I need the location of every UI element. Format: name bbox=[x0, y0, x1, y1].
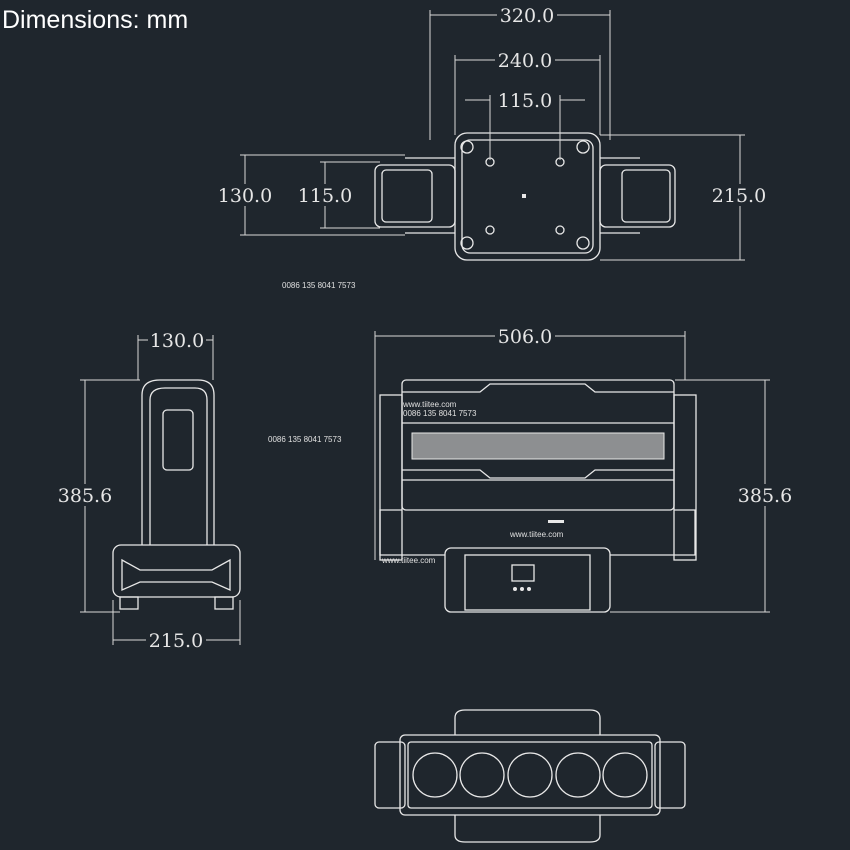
top-view bbox=[374, 132, 676, 261]
watermark-site: www.tiitee.com bbox=[381, 556, 436, 565]
dim-385-left: 385.6 bbox=[58, 485, 112, 507]
watermark-site: www.tiitee.com bbox=[402, 400, 457, 409]
side-view-dimensions: 130.0 385.6 215.0 bbox=[55, 329, 241, 652]
watermark-phone: 0086 135 8041 7573 bbox=[403, 409, 477, 418]
top-view-dimensions: 320.0 240.0 115.0 130.0 115.0 215.0 bbox=[215, 4, 770, 261]
front-view bbox=[379, 379, 697, 613]
dim-115-left: 115.0 bbox=[298, 185, 352, 207]
side-view bbox=[112, 379, 241, 610]
dim-130-top: 130.0 bbox=[218, 185, 272, 207]
drawing-title: Dimensions: mm bbox=[2, 6, 189, 34]
dim-215-right: 215.0 bbox=[712, 185, 766, 207]
dim-130-side: 130.0 bbox=[150, 330, 204, 352]
dim-115-top: 115.0 bbox=[498, 90, 552, 112]
bottom-view bbox=[374, 709, 686, 843]
dim-385-right: 385.6 bbox=[738, 485, 792, 507]
watermark-phone: 0086 135 8041 7573 bbox=[282, 281, 356, 290]
dim-320: 320.0 bbox=[500, 5, 554, 27]
dim-240: 240.0 bbox=[498, 50, 552, 72]
dim-506: 506.0 bbox=[498, 326, 552, 348]
watermark-phone: 0086 135 8041 7573 bbox=[268, 435, 342, 444]
dim-215-side: 215.0 bbox=[149, 630, 203, 652]
watermark-site: www.tiitee.com bbox=[509, 530, 564, 539]
front-view-dimensions: 506.0 385.6 bbox=[374, 325, 797, 613]
